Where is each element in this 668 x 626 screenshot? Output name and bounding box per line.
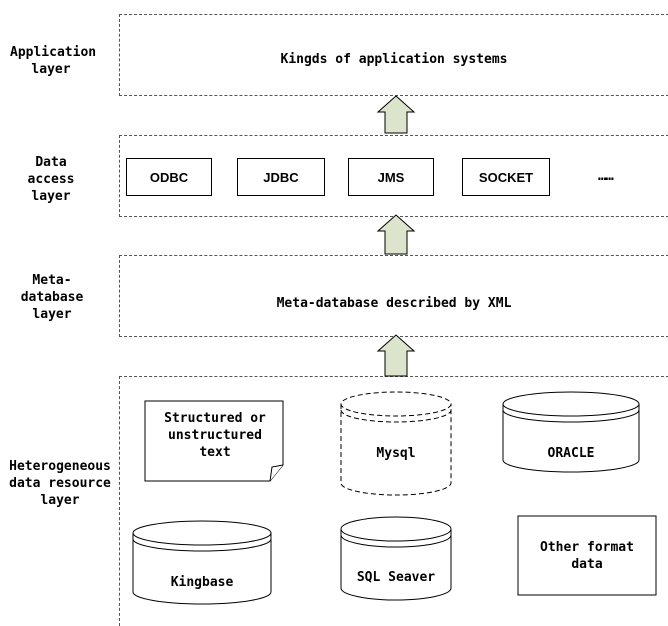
meta-database-layer-content: Meta-database described by XML	[276, 296, 512, 311]
mysql-database-icon	[340, 391, 452, 496]
oracle-label: ORACLE	[547, 446, 595, 461]
heterogeneous-layer-label: Heterogeneous data resource layer	[9, 459, 111, 508]
more-interfaces-ellipsis: ……	[598, 168, 614, 184]
arrow-up-icon	[376, 214, 416, 255]
socket-interface: SOCKET	[462, 158, 550, 196]
arrow-up-icon	[376, 334, 416, 377]
jdbc-interface: JDBC	[237, 158, 325, 196]
application-layer-content: Kingds of application systems	[280, 52, 508, 67]
application-layer-box: Kingds of application systems	[119, 14, 668, 96]
odbc-interface: ODBC	[126, 158, 212, 196]
oracle-database-icon	[502, 391, 640, 473]
sqlserver-label: SQL Seaver	[356, 570, 436, 585]
other-format-box	[517, 515, 657, 596]
application-layer-label: Application layer	[10, 45, 97, 77]
meta-database-layer-label: Meta-database layer	[20, 273, 84, 322]
diagram-graphics	[132, 95, 657, 605]
structured-text-label: Structured or unstructured text	[164, 411, 266, 460]
meta-database-layer-box: Meta-database described by XML	[119, 255, 668, 337]
data-access-layer-box	[119, 135, 668, 217]
other-format-label: Other format data	[540, 540, 634, 572]
mysql-label: Mysql	[376, 446, 416, 461]
arrow-up-icon	[376, 95, 416, 134]
kingbase-label: Kingbase	[170, 575, 234, 590]
kingbase-database-icon	[132, 520, 272, 605]
data-access-layer-label: Data access layer	[27, 155, 75, 204]
jms-interface: JMS	[348, 158, 434, 196]
sqlserver-database-icon	[340, 516, 452, 601]
document-icon	[144, 400, 284, 482]
